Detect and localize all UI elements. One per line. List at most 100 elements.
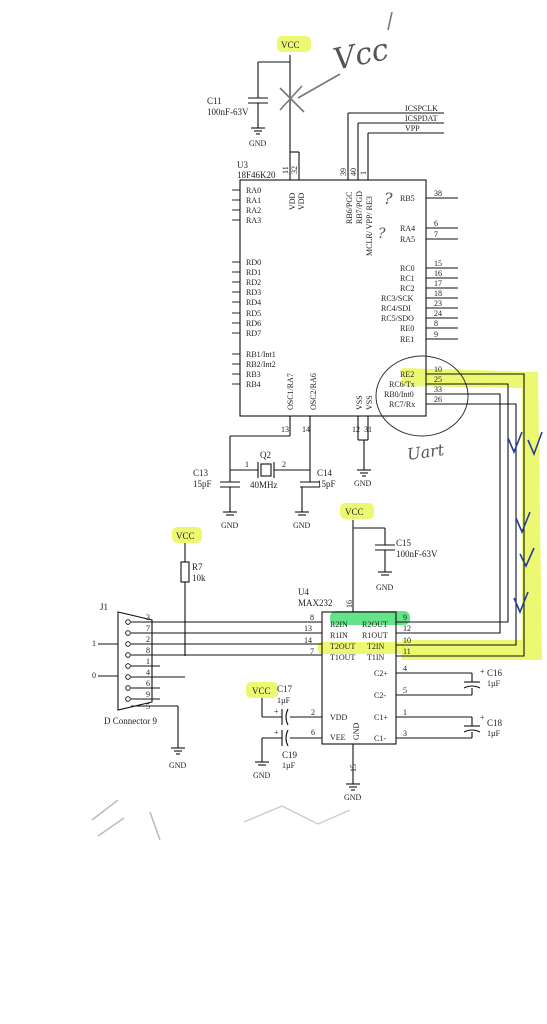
svg-text:GND: GND — [293, 521, 311, 530]
u4-ref: U4 — [298, 587, 309, 597]
svg-text:R2IN: R2IN — [330, 620, 348, 629]
r7-ref: R7 — [192, 562, 203, 572]
u3-pin-32: 32 — [290, 166, 299, 174]
svg-text:RB1/Int1: RB1/Int1 — [246, 350, 276, 359]
svg-text:+: + — [274, 707, 279, 716]
j1-side-1: 1 — [92, 639, 96, 648]
svg-text:13: 13 — [281, 425, 289, 434]
svg-text:GND: GND — [253, 771, 271, 780]
vcc-r7-label: VCC — [176, 531, 195, 541]
c15-value: 100nF-63V — [396, 549, 438, 559]
svg-text:RC5/SDO: RC5/SDO — [381, 314, 414, 323]
svg-text:RD5: RD5 — [246, 309, 261, 318]
question-mark-1: ? — [384, 189, 393, 208]
j1-pins: 3 7 2 8 1 4 6 9 5 — [125, 613, 322, 711]
svg-text:7: 7 — [434, 230, 438, 239]
svg-text:+: + — [480, 667, 485, 676]
svg-text:RC6/Tx: RC6/Tx — [389, 380, 415, 389]
t1in-highlight — [318, 642, 404, 654]
u4-part: MAX232 — [298, 598, 333, 608]
svg-text:+: + — [480, 713, 485, 722]
svg-text:RC7/Rx: RC7/Rx — [389, 400, 415, 409]
svg-text:RA2: RA2 — [246, 206, 261, 215]
svg-text:VSS: VSS — [355, 395, 364, 410]
svg-text:33: 33 — [434, 385, 442, 394]
svg-text:R1OUT: R1OUT — [362, 631, 388, 640]
svg-text:38: 38 — [434, 189, 442, 198]
c18-value: 1µF — [487, 729, 501, 738]
svg-text:RC4/SDI: RC4/SDI — [381, 304, 411, 313]
svg-text:11: 11 — [403, 647, 411, 656]
svg-text:10: 10 — [434, 365, 442, 374]
svg-text:RB4: RB4 — [246, 380, 261, 389]
svg-text:12: 12 — [403, 624, 411, 633]
u3-osc2: OSC2/RA6 — [309, 373, 318, 410]
svg-text:17: 17 — [434, 279, 442, 288]
svg-text:GND: GND — [169, 761, 187, 770]
svg-text:RC2: RC2 — [400, 284, 415, 293]
svg-text:C2-: C2- — [374, 691, 386, 700]
u3-left-pins: RA0 RA1 RA2 RA3 RD0 RD1 RD2 RD3 RD4 RD5 … — [232, 186, 276, 389]
uart-annotation: Uart — [406, 440, 446, 464]
svg-text:1: 1 — [359, 171, 368, 175]
svg-text:25: 25 — [434, 375, 442, 384]
svg-text:6: 6 — [434, 219, 438, 228]
svg-text:T2IN: T2IN — [367, 642, 385, 651]
handwritten-arrow — [297, 73, 341, 99]
c18-ref: C18 — [487, 718, 503, 728]
rx-wire — [396, 393, 501, 634]
svg-text:RE0: RE0 — [400, 324, 414, 333]
check-mark-1 — [507, 431, 523, 455]
svg-text:GND: GND — [354, 479, 372, 488]
svg-text:7: 7 — [310, 647, 314, 656]
crystal-ref: Q2 — [260, 450, 271, 460]
svg-text:4: 4 — [403, 664, 407, 673]
crystal-value: 40MHz — [250, 480, 278, 490]
j1-ref: J1 — [100, 602, 108, 612]
svg-text:24: 24 — [434, 309, 442, 318]
svg-text:RA0: RA0 — [246, 186, 261, 195]
svg-text:13: 13 — [304, 624, 312, 633]
u3-vdd-1: VDD — [288, 192, 297, 210]
vcc-top-highlight — [277, 36, 311, 52]
j1-name: D Connector 9 — [104, 716, 157, 726]
svg-text:5: 5 — [403, 686, 407, 695]
svg-text:RC1: RC1 — [400, 274, 415, 283]
c16-value: 1µF — [487, 679, 501, 688]
svg-text:31: 31 — [364, 425, 372, 434]
uart-circle — [375, 355, 469, 437]
u3-vdd-2: VDD — [297, 192, 306, 210]
svg-text:RA3: RA3 — [246, 216, 261, 225]
u3-part: 18F46K20 — [237, 170, 276, 180]
handwritten-cross — [279, 85, 305, 113]
vcc-max-highlight — [340, 503, 374, 519]
svg-text:R2OUT: R2OUT — [362, 620, 388, 629]
svg-text:7: 7 — [146, 624, 150, 633]
svg-text:26: 26 — [434, 395, 442, 404]
icsp-dat: ICSPDAT — [405, 114, 438, 123]
svg-text:T1OUT: T1OUT — [330, 653, 355, 662]
c19-ref: C19 — [282, 750, 298, 760]
vcc-c17-label: VCC — [252, 686, 271, 696]
svg-text:RC0: RC0 — [400, 264, 415, 273]
u3-mclr: MCLR/ VPP/ RE3 — [365, 196, 374, 256]
svg-text:RD2: RD2 — [246, 278, 261, 287]
svg-text:18: 18 — [434, 289, 442, 298]
svg-text:RB5: RB5 — [400, 194, 415, 203]
svg-text:3: 3 — [146, 613, 150, 622]
svg-text:9: 9 — [146, 690, 150, 699]
svg-text:RD4: RD4 — [246, 298, 261, 307]
svg-text:39: 39 — [339, 168, 348, 176]
svg-text:6: 6 — [311, 728, 315, 737]
svg-text:C2+: C2+ — [374, 669, 388, 678]
svg-text:9: 9 — [403, 613, 407, 622]
vcc-c17-highlight — [246, 682, 278, 698]
vcc-r7-highlight — [172, 527, 202, 543]
u3-rb6: RB6/PGC — [345, 192, 354, 224]
svg-text:8: 8 — [434, 319, 438, 328]
svg-text:4: 4 — [146, 668, 150, 677]
c13-ref: C13 — [193, 468, 209, 478]
j1-connector-body — [117, 611, 153, 711]
